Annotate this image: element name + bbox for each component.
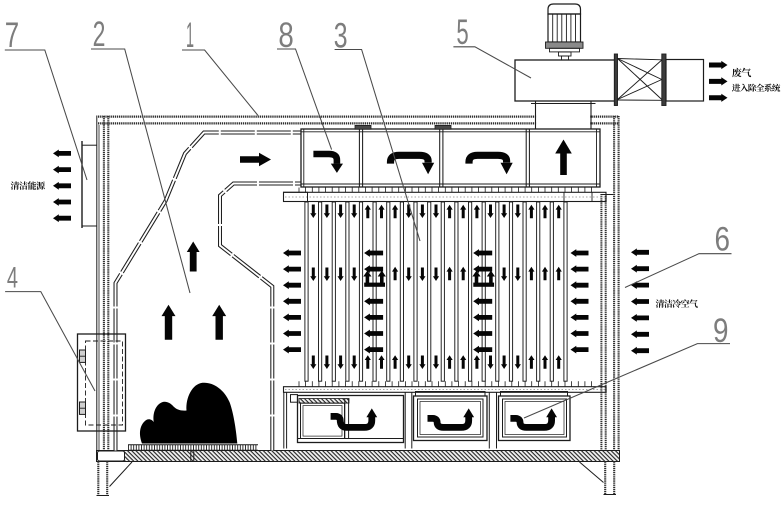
svg-text:6: 6 [715,221,731,259]
svg-text:9: 9 [713,312,729,350]
svg-text:5: 5 [456,13,468,52]
svg-text:4: 4 [7,262,18,295]
svg-text:2: 2 [93,15,106,54]
svg-text:1: 1 [186,16,194,55]
svg-text:7: 7 [5,16,19,55]
